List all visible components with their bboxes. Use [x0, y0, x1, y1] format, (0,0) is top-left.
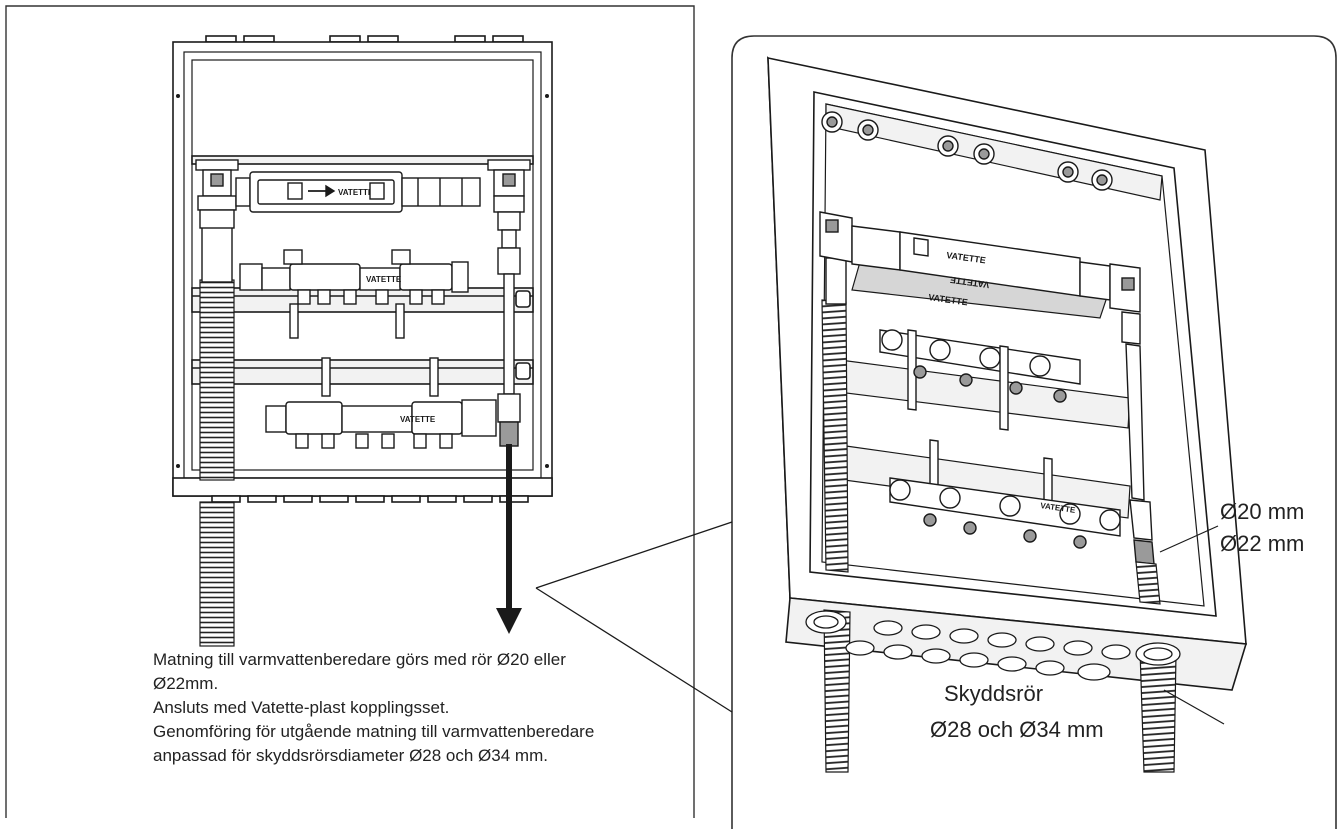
output-arrow	[496, 444, 522, 634]
caption-line-4: Genomföring för utgående matning till va…	[153, 722, 595, 741]
iso-manifold-top	[879, 329, 1081, 431]
iso-bottom-knockouts	[805, 610, 1181, 681]
conduit-sizes-label: Ø28 och Ø34 mm	[930, 717, 1104, 742]
zoom-connector-lines	[535, 521, 733, 713]
cabinet-bottom-band	[172, 477, 553, 497]
pipe-d22-label: Ø22 mm	[1220, 531, 1305, 556]
iso-manifold-bottom: VATETTE	[889, 439, 1121, 549]
lower-rail	[191, 359, 534, 385]
upper-rail	[191, 287, 534, 313]
front-manifold-bottom: VATETTE	[265, 357, 497, 449]
front-flowmeter-brand: VATETTE	[338, 188, 374, 197]
pipe-d20-label: Ø20 mm	[1220, 499, 1305, 524]
caption-line-1: Matning till varmvattenberedare görs med…	[153, 650, 566, 669]
front-manifold-top: VATETTE	[239, 249, 469, 339]
front-manifold-bottom-brand: VATETTE	[400, 415, 436, 424]
front-left-conduit	[199, 225, 235, 647]
caption-line-5: anpassad för skyddsrörsdiameter Ø28 och …	[153, 746, 548, 765]
installation-caption: Matning till varmvattenberedare görs med…	[153, 648, 713, 768]
caption-line-2: Ø22mm.	[153, 674, 219, 693]
cabinet-top-tabs	[205, 35, 524, 43]
right-panel-frame	[731, 35, 1337, 829]
iso-flowmeter-assembly: VATETTE VATETTE VATETTE	[819, 211, 1155, 565]
front-flowmeter-assembly: VATETTE	[195, 159, 531, 447]
front-manifold-top-brand: VATETTE	[366, 275, 402, 284]
caption-line-3: Ansluts med Vatette-plast kopplingsset.	[153, 698, 450, 717]
iso-top-caps	[821, 111, 1113, 191]
conduit-title-label: Skyddsrör	[944, 681, 1044, 706]
iso-left-conduit	[821, 257, 851, 773]
cabinet-screws	[176, 94, 549, 468]
upper-shelf	[191, 155, 534, 165]
cabinet-bottom-tabs	[211, 495, 529, 503]
callout-leaders	[1159, 525, 1225, 725]
left-panel-frame	[5, 5, 695, 818]
